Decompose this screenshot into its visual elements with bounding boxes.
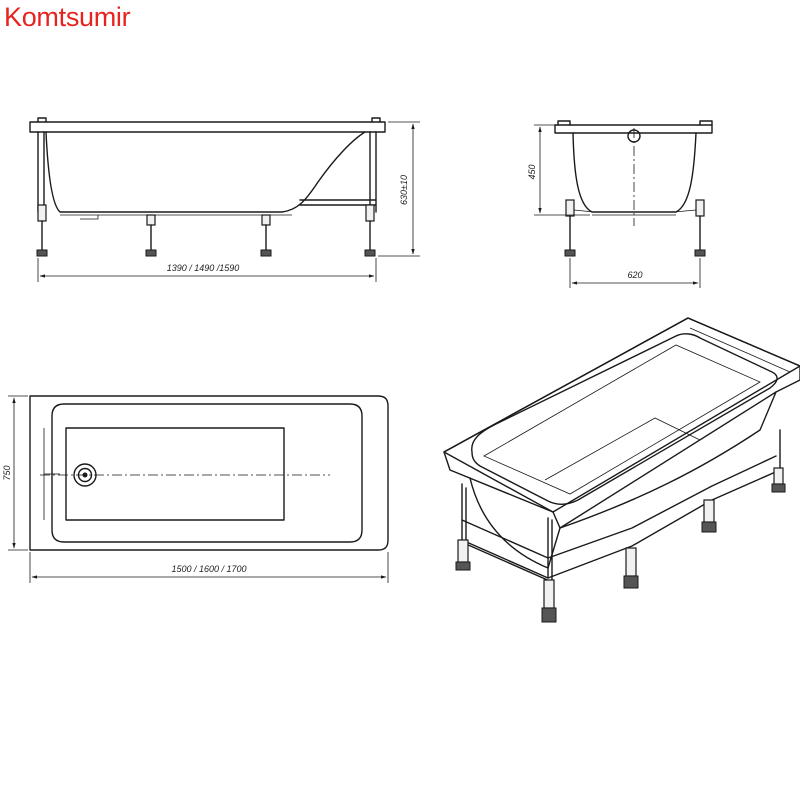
side-height-dimension: 630±10 [399, 175, 409, 205]
end-elevation-view [534, 120, 713, 288]
end-depth-dimension: 450 [527, 164, 537, 179]
isometric-view [443, 317, 800, 623]
plan-view [8, 395, 389, 583]
brand-watermark: Komtsumir [4, 2, 131, 32]
plan-width-dimension: 750 [2, 465, 12, 480]
plan-length-dimension: 1500 / 1600 / 1700 [171, 564, 246, 574]
side-elevation-view [29, 117, 420, 282]
side-length-dimension: 1390 / 1490 /1590 [167, 263, 240, 273]
end-width-dimension: 620 [627, 270, 642, 280]
